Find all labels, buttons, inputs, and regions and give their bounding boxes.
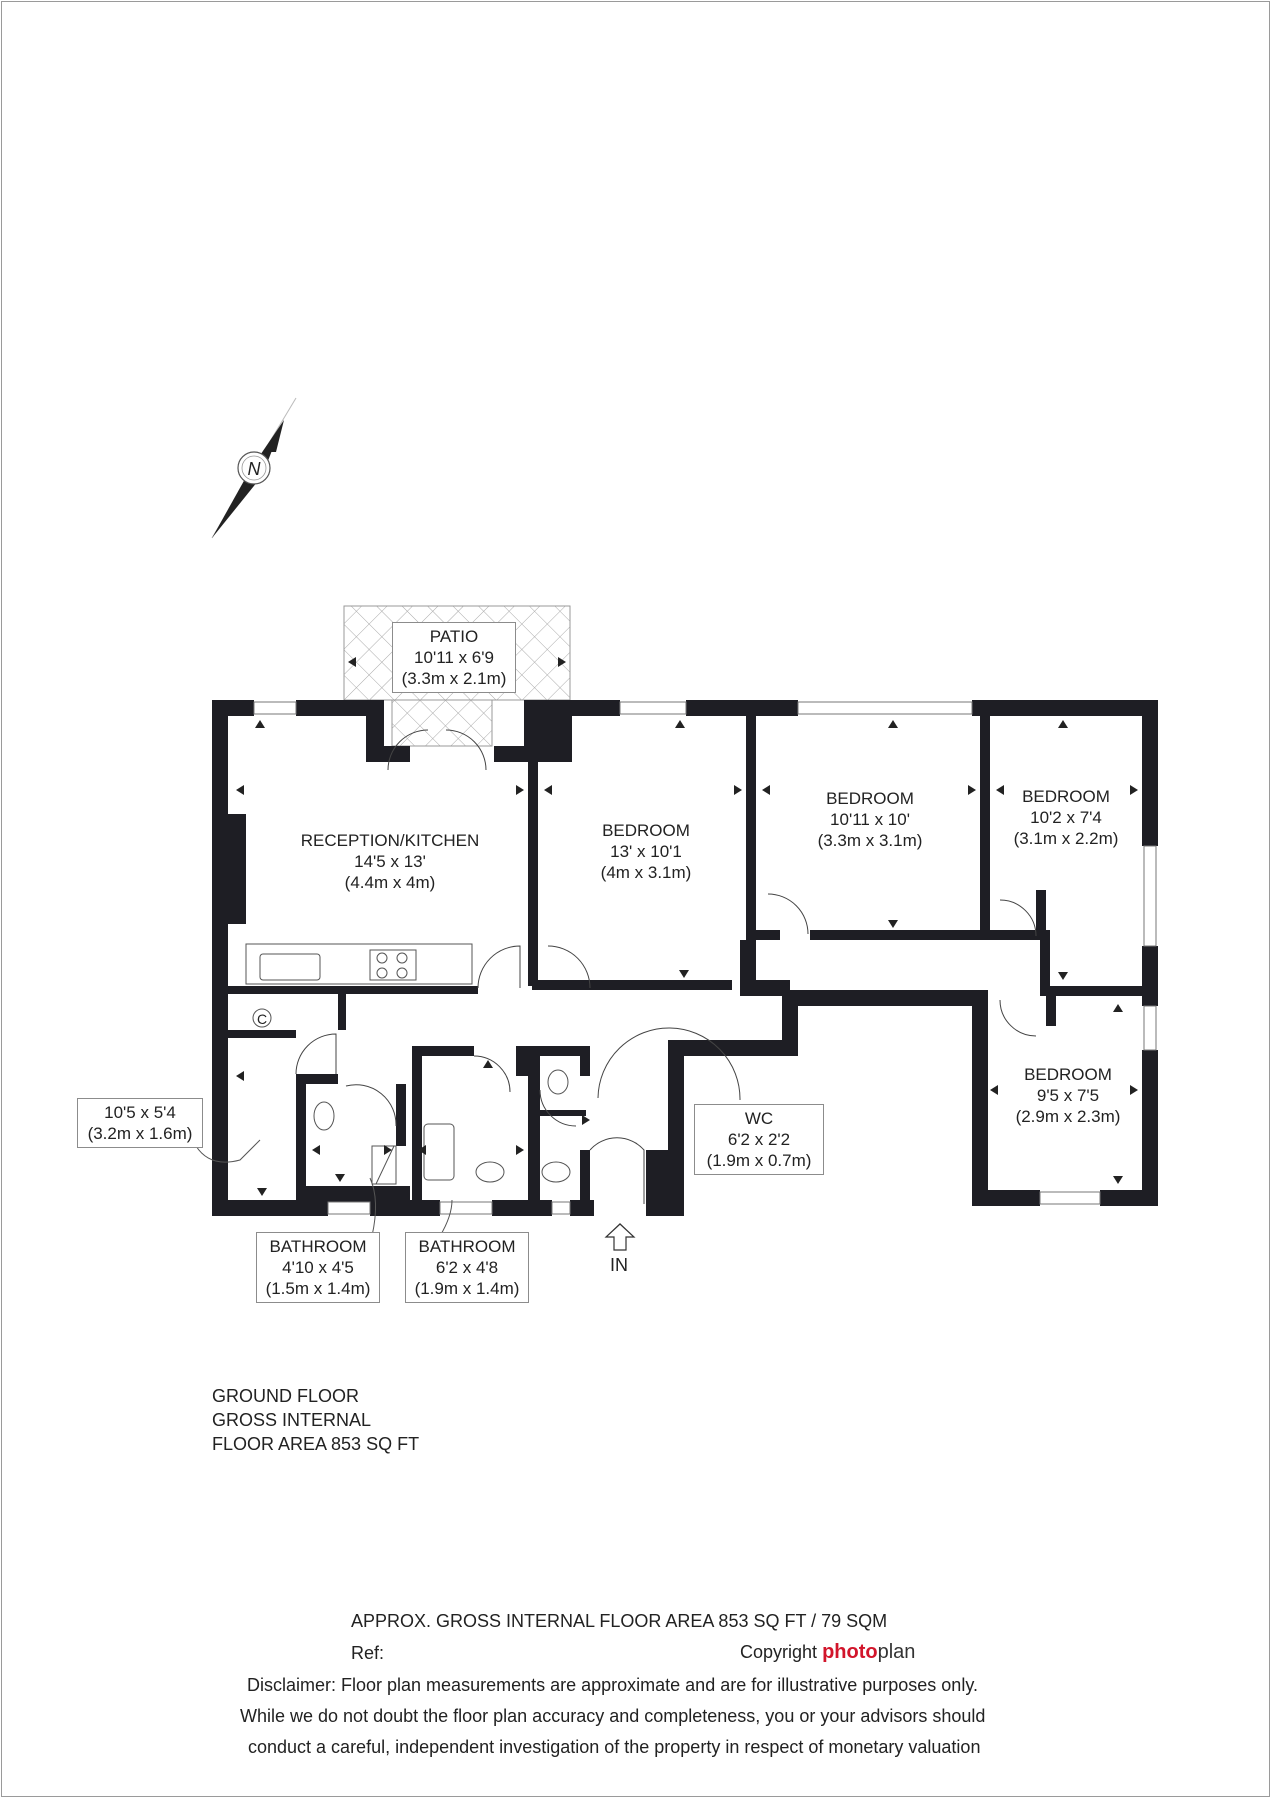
bedroom-1-imperial: 13' x 10'1	[610, 842, 682, 861]
brand-bold: photo	[822, 1641, 878, 1663]
floor-info-line-3: FLOOR AREA 853 SQ FT	[212, 1434, 420, 1454]
disclaimer-line-3: conduct a careful, independent investiga…	[248, 1737, 981, 1757]
hall-imperial: 10'5 x 5'4	[104, 1103, 176, 1122]
brand-light: plan	[877, 1641, 916, 1663]
bathroom-2-name: BATHROOM	[418, 1237, 516, 1256]
bedroom-4-metric: (2.9m x 2.3m)	[1015, 1107, 1121, 1126]
bedroom-2-imperial: 10'11 x 10'	[830, 810, 910, 829]
patio-label: PATIO 10'11 x 6'9 (3.3m x 2.1m)	[392, 622, 516, 693]
compass-letter: N	[248, 459, 262, 479]
entrance-arrow-icon	[604, 1223, 636, 1251]
bedroom-1-metric: (4m x 3.1m)	[600, 863, 692, 882]
bathroom-1-label: BATHROOM 4'10 x 4'5 (1.5m x 1.4m)	[256, 1232, 380, 1303]
wc-name: WC	[744, 1109, 774, 1128]
floor-info-line-2: GROSS INTERNAL	[212, 1410, 372, 1430]
cupboard-label: C	[257, 1011, 267, 1027]
bedroom-1-name: BEDROOM	[602, 821, 690, 840]
footer-ref: Ref:	[351, 1643, 385, 1663]
bedroom-4-imperial: 9'5 x 7'5	[1036, 1086, 1100, 1105]
bedroom-3-label: BEDROOM 10'2 x 7'4 (3.1m x 2.2m)	[996, 786, 1136, 849]
wc-metric: (1.9m x 0.7m)	[706, 1151, 812, 1170]
reception-label: RECEPTION/KITCHEN 14'5 x 13' (4.4m x 4m)	[270, 830, 510, 893]
door-swings	[295, 729, 1037, 1204]
walls	[212, 700, 1158, 1216]
reception-name: RECEPTION/KITCHEN	[300, 831, 480, 850]
footer-area: APPROX. GROSS INTERNAL FLOOR AREA 853 SQ…	[351, 1611, 888, 1631]
hall-label: 10'5 x 5'4 (3.2m x 1.6m)	[77, 1098, 203, 1148]
patio-name: PATIO	[429, 627, 479, 646]
hall-metric: (3.2m x 1.6m)	[87, 1124, 193, 1143]
bathroom-2-imperial: 6'2 x 4'8	[435, 1258, 499, 1277]
wc-label: WC 6'2 x 2'2 (1.9m x 0.7m)	[694, 1104, 824, 1175]
bedroom-2-name: BEDROOM	[826, 789, 914, 808]
bathroom-1-metric: (1.5m x 1.4m)	[265, 1279, 371, 1298]
bedroom-3-metric: (3.1m x 2.2m)	[1013, 829, 1119, 848]
bedroom-2-label: BEDROOM 10'11 x 10' (3.3m x 3.1m)	[790, 788, 950, 851]
floor-info: GROUND FLOOR GROSS INTERNAL FLOOR AREA 8…	[212, 1384, 419, 1456]
reception-imperial: 14'5 x 13'	[354, 852, 426, 871]
bedroom-3-name: BEDROOM	[1022, 787, 1110, 806]
bedroom-4-label: BEDROOM 9'5 x 7'5 (2.9m x 2.3m)	[996, 1064, 1140, 1127]
north-arrow-icon: N	[211, 397, 297, 539]
floor-info-line-1: GROUND FLOOR	[212, 1386, 360, 1406]
bathroom-1-name: BATHROOM	[269, 1237, 367, 1256]
bathroom-1-imperial: 4'10 x 4'5	[282, 1258, 354, 1277]
measurement-arrows	[236, 657, 1138, 1196]
footer-copyright: Copyright photoplan	[740, 1641, 915, 1664]
disclaimer-line-2: While we do not doubt the floor plan acc…	[240, 1706, 986, 1726]
patio-imperial: 10'11 x 6'9	[414, 648, 494, 667]
bathroom-2-label: BATHROOM 6'2 x 4'8 (1.9m x 1.4m)	[405, 1232, 529, 1303]
entrance-label: IN	[610, 1255, 628, 1275]
copyright-text: Copyright	[740, 1642, 818, 1662]
bathroom-2-metric: (1.9m x 1.4m)	[414, 1279, 520, 1298]
reception-metric: (4.4m x 4m)	[344, 873, 436, 892]
photoplan-logo: photoplan	[822, 1641, 915, 1663]
patio-metric: (3.3m x 2.1m)	[401, 669, 507, 688]
bedroom-2-metric: (3.3m x 3.1m)	[817, 831, 923, 850]
bedroom-1-label: BEDROOM 13' x 10'1 (4m x 3.1m)	[566, 820, 726, 883]
bedroom-3-imperial: 10'2 x 7'4	[1030, 808, 1102, 827]
windows	[253, 701, 1157, 1215]
bedroom-4-name: BEDROOM	[1024, 1065, 1112, 1084]
disclaimer-line-1: Disclaimer: Floor plan measurements are …	[247, 1675, 978, 1695]
wc-imperial: 6'2 x 2'2	[727, 1130, 791, 1149]
